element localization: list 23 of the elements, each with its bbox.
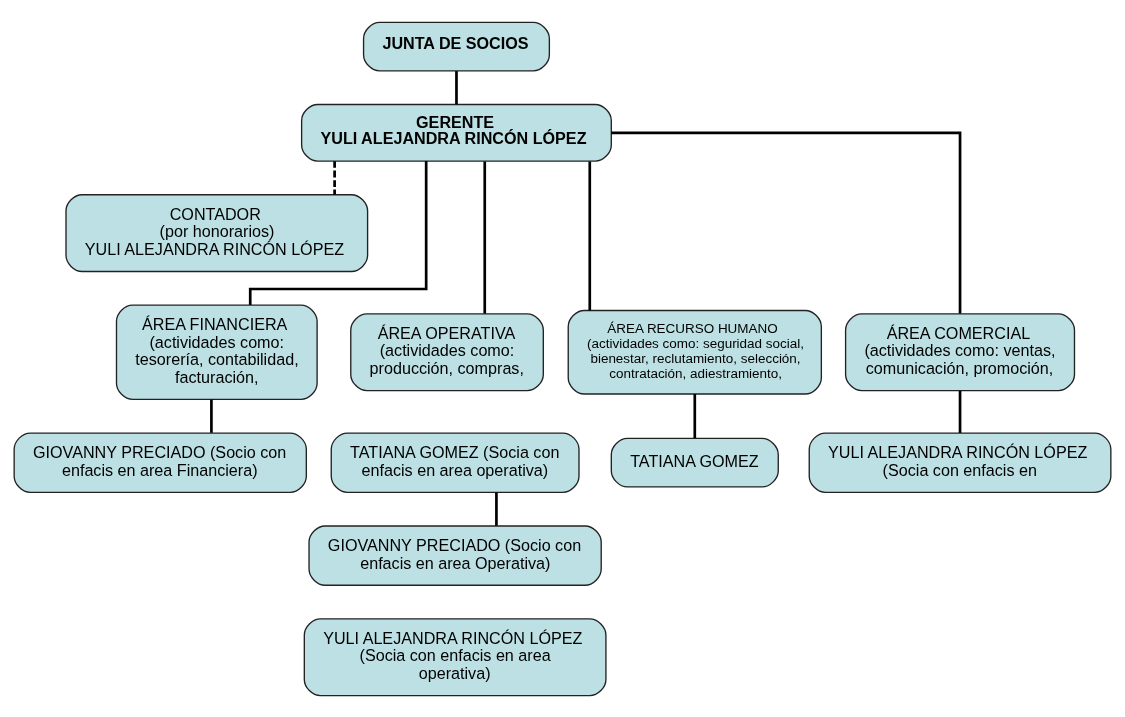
connector [455,70,458,104]
node-box: GIOVANNY PRECIADO (Socio con enfacis en area Financiera) [13,431,307,493]
node-box: GIOVANNY PRECIADO (Socio con enfacis en area Operativa) [308,524,602,586]
node-box: ÁREA RECURSO HUMANO (actividades como: seguridad social, bienestar, reclutamiento, selección, contratación, adiestramiento, [567,309,823,395]
node-box: GERENTE YULI ALEJANDRA RINCÓN LÓPEZ [300,103,612,162]
connector [210,399,213,433]
connector [588,161,592,310]
node-box: ÁREA COMERCIAL (actividades como: ventas, comunicación, promoción, [844,312,1076,391]
node-box: CONTADOR (por honorarios) YULI ALEJANDRA RINCÓN LÓPEZ [65,193,369,272]
connector [248,160,428,305]
node-box: ÁREA OPERATIVA (actividades como: producción, compras, [350,312,544,391]
connector [495,492,498,526]
connector [611,130,962,314]
connector [483,161,487,314]
node-box: TATIANA GOMEZ (Socia con enfacis en area operativa) [330,431,580,493]
node-box: JUNTA DE SOCIOS [362,21,551,72]
connector [333,160,336,194]
node-box: TATIANA GOMEZ [610,437,779,488]
node-box: YULI ALEJANDRA RINCÓN LÓPEZ (Socia con enfacis en area operativa) [303,617,607,696]
node-box: ÁREA FINANCIERA (actividades como: tesorería, contabilidad, facturación, [115,303,318,400]
connector [958,390,962,433]
node-box: YULI ALEJANDRA RINCÓN LÓPEZ (Socia con enfacis en [808,431,1112,493]
connector [693,393,697,438]
